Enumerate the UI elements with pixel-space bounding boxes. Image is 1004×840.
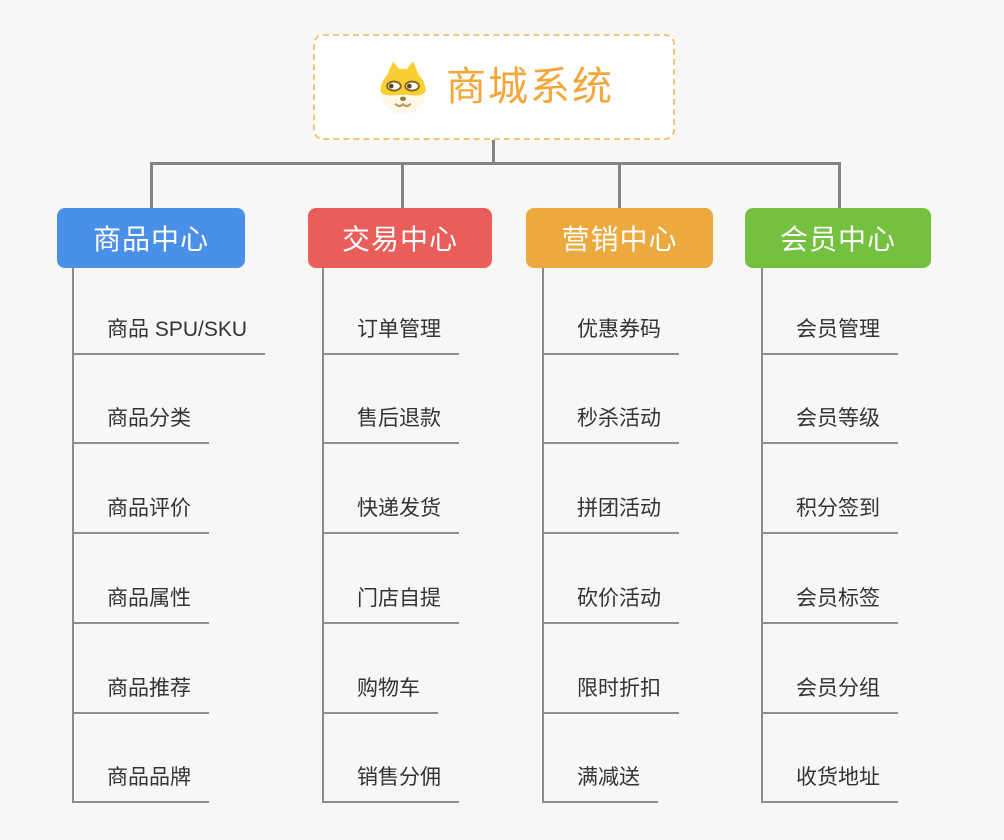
column-trunk-line <box>72 268 74 803</box>
branch-label: 交易中心 <box>341 224 458 255</box>
leaf-node[interactable]: 门店自提 <box>322 584 459 624</box>
column-trunk-line <box>322 268 324 803</box>
leaf-node[interactable]: 满减送 <box>542 763 658 803</box>
branch-member-center[interactable]: 会员中心 <box>745 208 931 268</box>
branch-label: 商品中心 <box>92 224 209 255</box>
column-trunk-line <box>761 268 763 803</box>
leaf-node[interactable]: 销售分佣 <box>322 763 459 803</box>
branch-connector-bar <box>150 162 841 165</box>
leaf-node[interactable]: 快递发货 <box>322 494 459 534</box>
leaf-node[interactable]: 限时折扣 <box>542 674 679 714</box>
branch-label: 会员中心 <box>779 224 896 255</box>
branch-trade-center[interactable]: 交易中心 <box>308 208 492 268</box>
column-trunk-line <box>542 268 544 803</box>
leaf-node[interactable]: 订单管理 <box>322 315 459 355</box>
leaf-node[interactable]: 会员等级 <box>761 404 898 444</box>
leaf-node[interactable]: 商品 SPU/SKU <box>72 315 266 355</box>
leaf-node[interactable]: 商品评价 <box>72 494 209 534</box>
leaf-node[interactable]: 商品品牌 <box>72 763 209 803</box>
leaf-node[interactable]: 秒杀活动 <box>542 404 679 444</box>
leaf-node[interactable]: 拼团活动 <box>542 494 679 534</box>
leaf-node[interactable]: 积分签到 <box>761 494 898 534</box>
leaf-node[interactable]: 商品推荐 <box>72 674 209 714</box>
leaf-node[interactable]: 会员标签 <box>761 584 898 624</box>
leaf-node[interactable]: 商品分类 <box>72 404 209 444</box>
branch-connector-drop <box>150 162 153 209</box>
root-node[interactable]: 商城系统 <box>313 34 675 140</box>
leaf-node[interactable]: 购物车 <box>322 674 438 714</box>
root-connector-stub <box>492 140 495 164</box>
branch-connector-drop <box>618 162 621 209</box>
branch-connector-drop <box>401 162 404 209</box>
leaf-node[interactable]: 优惠券码 <box>542 315 679 355</box>
dog-icon <box>380 61 426 115</box>
branch-product-center[interactable]: 商品中心 <box>57 208 245 268</box>
leaf-node[interactable]: 砍价活动 <box>542 584 679 624</box>
leaf-node[interactable]: 会员管理 <box>761 315 898 355</box>
root-title: 商城系统 <box>446 65 614 109</box>
branch-marketing-center[interactable]: 营销中心 <box>526 208 713 268</box>
leaf-node[interactable]: 商品属性 <box>72 584 209 624</box>
branch-connector-drop <box>838 162 841 209</box>
branch-label: 营销中心 <box>561 224 678 255</box>
leaf-node[interactable]: 售后退款 <box>322 404 459 444</box>
leaf-node[interactable]: 收货地址 <box>761 763 898 803</box>
leaf-node[interactable]: 会员分组 <box>761 674 898 714</box>
